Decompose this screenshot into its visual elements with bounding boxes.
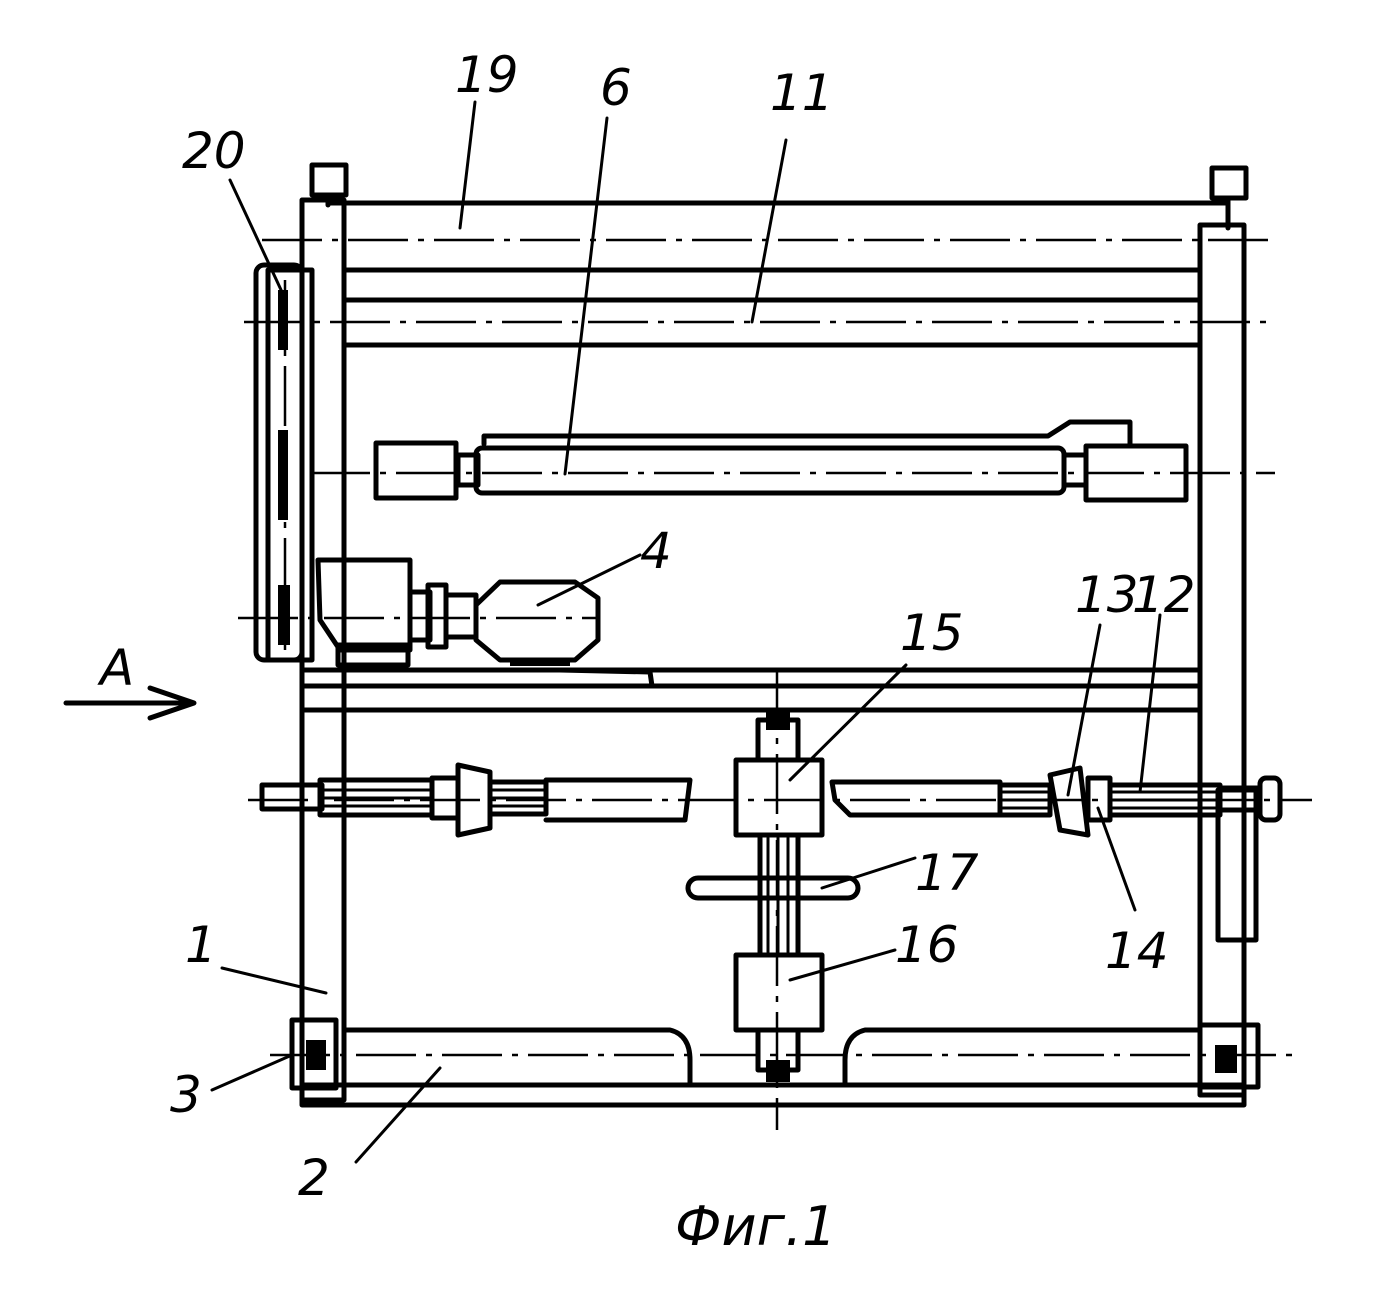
- figure-caption: Фиг.1: [675, 1195, 836, 1258]
- callout-11: 11: [770, 64, 834, 122]
- callout-16: 16: [895, 916, 959, 974]
- callouts: 19 6 11 20 4 15 13 12 17 16 14 1 3 2: [170, 46, 1196, 1207]
- callout-14: 14: [1105, 922, 1169, 980]
- view-arrow-a: A: [63, 639, 197, 721]
- shaft-11: [244, 297, 1270, 348]
- top-beam: [262, 200, 1270, 273]
- frame-right-post: [1197, 165, 1259, 1098]
- view-arrow-label: A: [97, 639, 134, 697]
- vertical-shaft: [685, 668, 861, 1130]
- base-2: [270, 1027, 1300, 1108]
- chain-drive: [253, 262, 305, 663]
- leader-lines: [210, 100, 1162, 1164]
- callout-17: 17: [915, 844, 979, 902]
- cutting-shaft-12: [248, 762, 1312, 838]
- roller-shaft-6: [310, 419, 1275, 503]
- platform: [299, 667, 1203, 713]
- callout-4: 4: [640, 522, 672, 580]
- motor-4: [238, 557, 601, 668]
- callout-6: 6: [600, 59, 632, 117]
- callout-12: 12: [1132, 566, 1196, 624]
- corner-bolts: [289, 1017, 1261, 1091]
- callout-20: 20: [182, 122, 246, 180]
- callout-1: 1: [185, 916, 217, 974]
- callout-2: 2: [298, 1149, 330, 1207]
- callout-15: 15: [900, 604, 964, 662]
- callout-3: 3: [170, 1066, 202, 1124]
- callout-19: 19: [455, 46, 519, 104]
- callout-13: 13: [1075, 566, 1139, 624]
